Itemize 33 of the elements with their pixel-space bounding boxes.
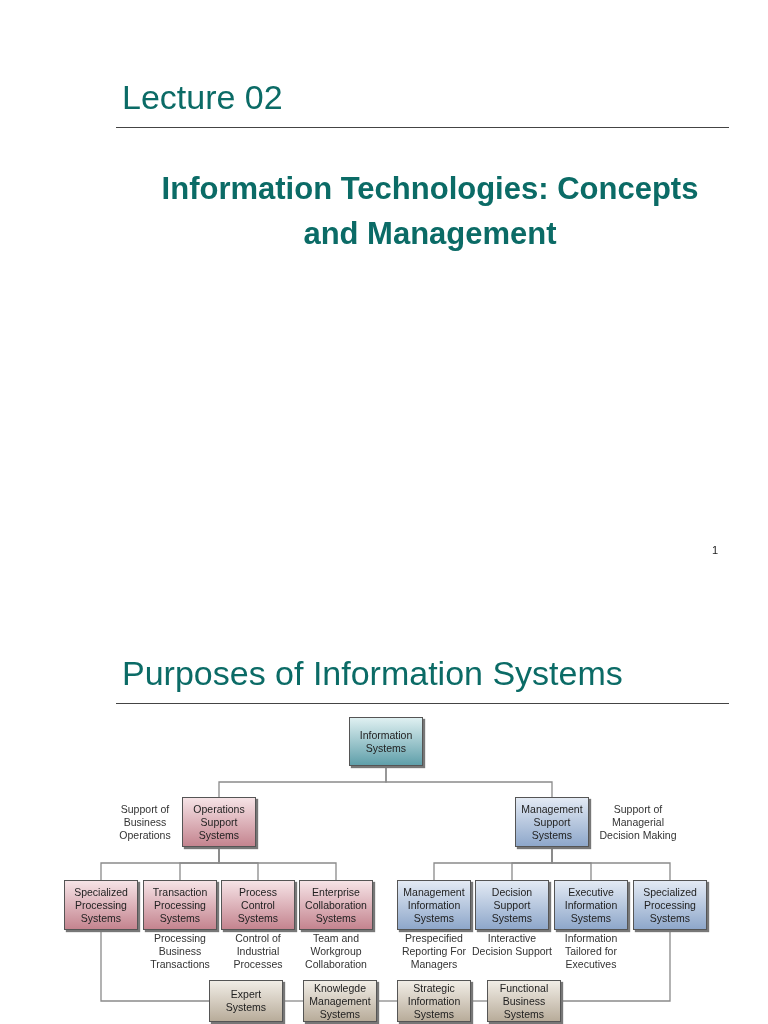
connector-line [560,929,671,1002]
connector-line [100,929,210,1002]
slide-heading: Purposes of Information Systems [122,654,623,693]
system-box: Enterprise Collaboration Systems [299,880,373,930]
system-box: Knowlegde Management Systems [303,980,377,1022]
slide-heading: Lecture 02 [122,78,283,117]
slide-title: Information Technologies: Concepts and Management [160,170,700,253]
system-box: Operations Support Systems [182,797,256,847]
connector-line [551,846,671,881]
connector-line [470,1000,488,1002]
node-caption: Control of Industrial Processes [232,932,284,971]
node-caption: Team and Workgroup Collaboration [304,932,368,971]
page-number: 1 [712,544,719,556]
node-caption: Support of Business Operations [118,803,172,842]
system-box: Information Systems [349,717,423,766]
node-caption: Interactive Decision Support [471,932,553,958]
system-box: Executive Information Systems [554,880,628,930]
system-box: Specialized Processing Systems [64,880,138,930]
connector-line [282,1000,304,1002]
node-caption: Processing Business Transactions [149,932,211,971]
system-box: Management Information Systems [397,880,471,930]
system-box: Decision Support Systems [475,880,549,930]
system-box: Functional Business Systems [487,980,561,1022]
system-box: Expert Systems [209,980,283,1022]
system-box: Transaction Processing Systems [143,880,217,930]
node-caption: Support of Managerial Decision Making [598,803,678,842]
system-box: Specialized Processing Systems [633,880,707,930]
system-box: Management Support Systems [515,797,589,847]
system-box: Strategic Information Systems [397,980,471,1022]
connector-line [385,765,553,798]
connector-line [376,1000,398,1002]
connector-line [218,846,337,881]
system-box: Process Control Systems [221,880,295,930]
